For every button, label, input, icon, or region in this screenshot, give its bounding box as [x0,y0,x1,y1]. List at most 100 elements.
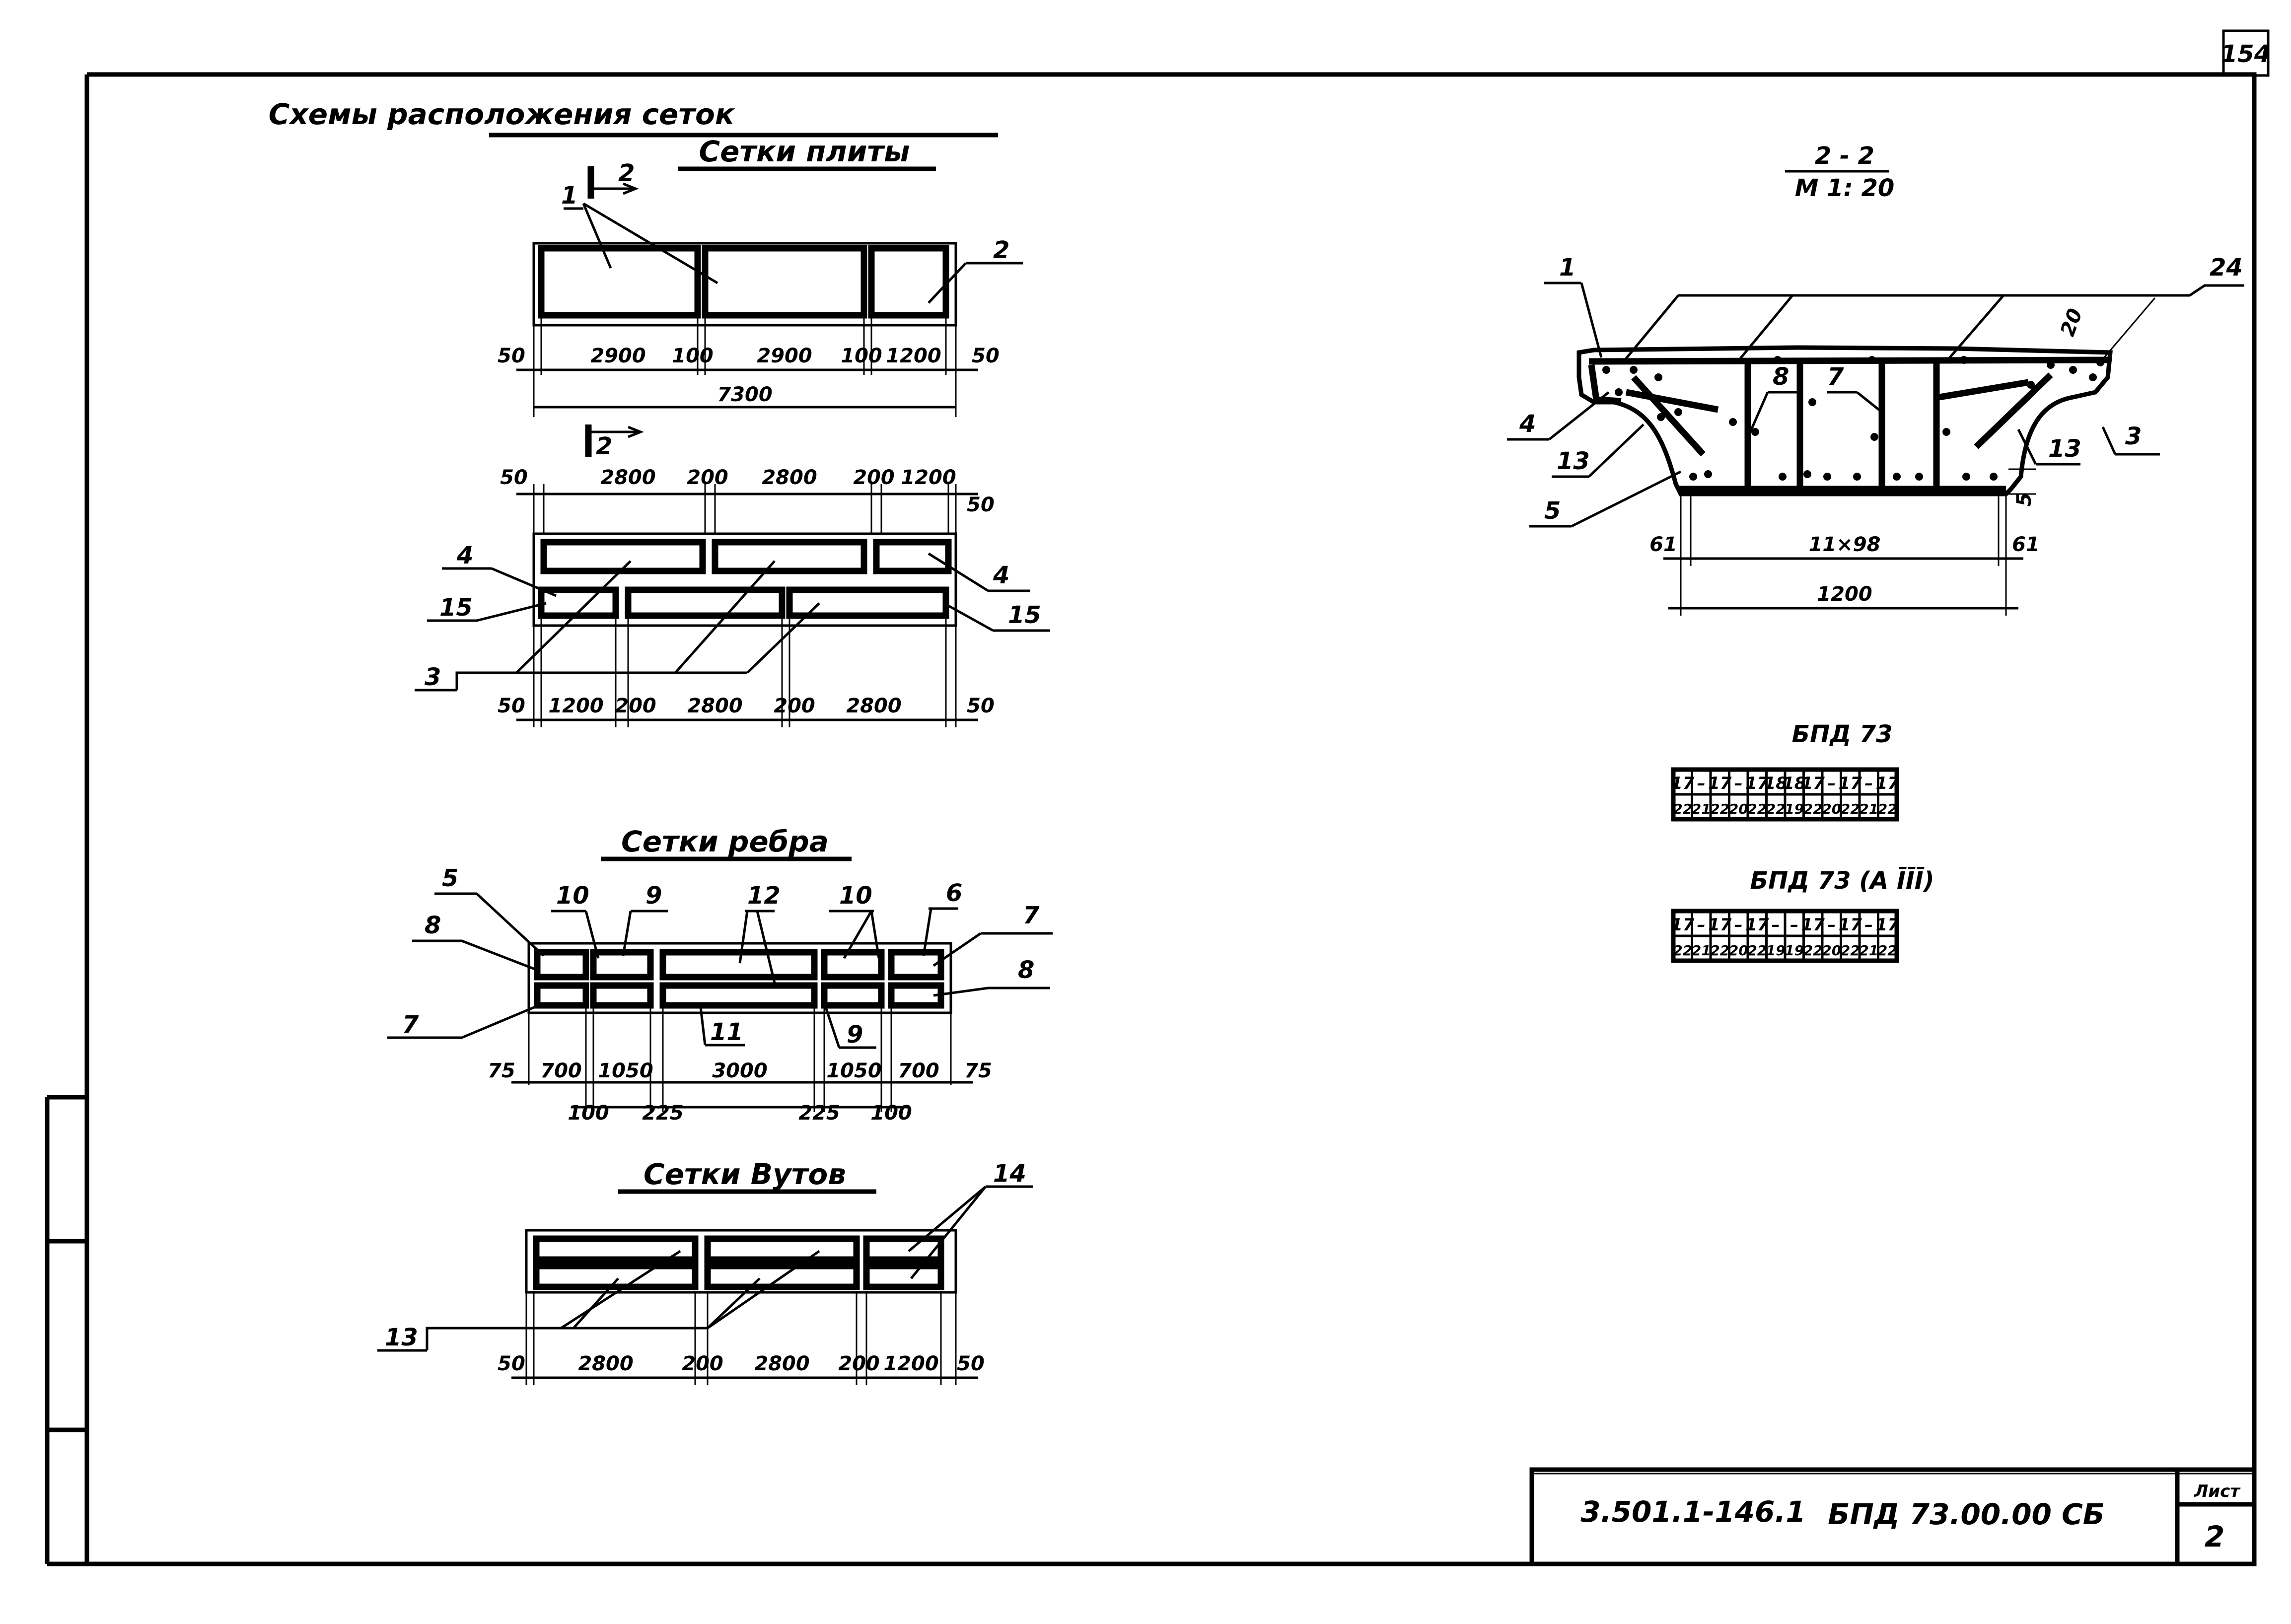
rib-label-10-left: 10 [556,882,589,910]
title-stamp: 3.501.1-146.1 БПД 73.00.00 СБ Лист 2 [1529,1467,2254,1564]
section-label-1: 1 [1559,254,1575,282]
table2-cell: – [1734,915,1743,935]
plate-bot-botdim-3: 200 [615,695,656,717]
table1-cell: 17 [1745,774,1769,793]
plate-top-total: 7300 [717,383,772,406]
section-label-24: 24 [2210,254,2243,282]
table1-cell: – [1734,774,1743,793]
plate-bot-label-15-right: 15 [1008,601,1041,629]
haunch-dim-2: 2800 [578,1352,633,1375]
plate-top-dim-1: 50 [498,345,525,367]
table1-cell: 21 [1692,801,1711,817]
section-title: 2 - 2 [1815,142,1874,170]
plate-top-dim-7: 50 [972,345,1000,367]
rib-botdim-3: 225 [798,1102,840,1125]
plate-bot-botdim-4: 2800 [687,695,742,717]
sheet-frame: 154 [45,29,2271,1566]
table2-cell: 21 [1859,942,1878,959]
table2-cell: 22 [1803,942,1823,959]
table2-cell: – [1772,915,1780,935]
haunch-dim-1: 50 [498,1352,525,1375]
plate-bot-topdim-2: 2800 [600,466,655,489]
table2-cell: 22 [1878,942,1897,959]
table1-cell: – [1864,774,1873,793]
section-dim-1200: 1200 [1817,583,1872,606]
plate-title: Сетки плиты [699,135,910,168]
haunch-dim-3: 200 [682,1352,723,1375]
haunch-dim-4: 2800 [754,1352,809,1375]
haunch-dim-6: 1200 [883,1352,938,1375]
rib-topdim-5: 1050 [826,1059,881,1082]
rib-topdim-7: 75 [964,1059,992,1082]
plate-top-label-2: 2 [993,236,1009,264]
table2-cell: 17 [1745,915,1769,935]
plate-bot-topdim-6: 1200 [901,466,956,489]
table1-cell: 17 [1708,774,1732,793]
rib-label-8-left: 8 [425,912,441,939]
table1-cell: 22 [1710,801,1729,817]
rib-label-12: 12 [747,882,781,910]
table1-cell: 22 [1766,801,1786,817]
rib-topdim-1: 75 [488,1059,515,1082]
rib-mesh: Сетки ребра 5 10 9 12 10 6 [387,825,1053,1125]
rib-title: Сетки ребра [621,825,829,858]
rib-label-10-right: 10 [839,882,872,910]
rib-botdim-2: 225 [642,1102,684,1125]
plate-top-dim-4: 2900 [757,345,812,367]
stamp-sheet-label: Лист [2194,1482,2241,1501]
plate-bot-label-15-left: 15 [439,594,473,622]
table1-cell: 22 [1878,801,1897,817]
rib-label-11: 11 [710,1018,743,1046]
plate-bot-botdim-5: 200 [774,695,815,717]
section-dim-61-right: 61 [2012,533,2040,556]
rib-label-7-left: 7 [402,1011,419,1039]
table2-cell: 20 [1822,942,1841,959]
table1-cell: 17 [1876,774,1900,793]
section-label-7: 7 [1827,363,1844,391]
plate-bot-botdim-6: 2800 [846,695,901,717]
table2-cell: – [1827,915,1836,935]
plate-top-dim-3: 100 [672,345,714,367]
table1-cell: 22 [1841,801,1860,817]
plate-top-label-1: 1 [561,182,577,210]
table2-cell: – [1790,915,1798,935]
rib-label-8-right: 8 [1018,956,1034,984]
rib-label-7-right: 7 [1023,902,1040,929]
plate-bot-botdim-2: 1200 [548,695,603,717]
stamp-series: 3.501.1-146.1 [1580,1495,1805,1529]
section-label-4: 4 [1519,410,1536,438]
haunch-dim-7: 50 [957,1352,985,1375]
table1-cell: 18 [1783,774,1806,793]
stamp-sheet-number: 2 [2205,1520,2224,1553]
rib-label-5: 5 [442,864,458,892]
table1-cell: 17 [1839,774,1862,793]
plate-bot-topdim-1: 50 [500,466,528,489]
rib-topdim-4: 3000 [712,1059,767,1082]
plate-bot-topdim-3: 200 [687,466,728,489]
section-label-13-left: 13 [1557,447,1590,475]
section-2-2: 2 - 2 М 1: 20 1 [1507,142,2244,616]
table1-cell: 19 [1785,801,1804,817]
plate-bot-botdim-1: 50 [498,695,525,717]
plate-top-dim-5: 100 [841,345,882,367]
section-label-20: 20 [2056,305,2087,339]
table2-cell: 17 [1671,915,1695,935]
section-label-8: 8 [1773,363,1789,391]
plate-bot-label-4-right: 4 [993,562,1009,589]
rib-topdim-2: 700 [540,1059,582,1082]
table2-cell: 22 [1673,942,1692,959]
plate-top-dim-6: 1200 [886,345,941,367]
table1-cell: 22 [1747,801,1767,817]
plate-bot-botdim-7: 50 [967,695,995,717]
haunch-label-13: 13 [385,1324,418,1351]
section-label-13-right: 13 [2048,435,2081,463]
table2-cell: – [1697,915,1706,935]
table2-cell: 17 [1708,915,1732,935]
haunch-label-14: 14 [993,1160,1026,1188]
table2-title: БПД 73 (А ĪĪĪ) [1750,867,1934,895]
table1-cell: – [1697,774,1706,793]
section-dim-11x98: 11×98 [1809,533,1881,556]
table2-cell: 20 [1729,942,1748,959]
rebar-dots [1602,356,2104,481]
